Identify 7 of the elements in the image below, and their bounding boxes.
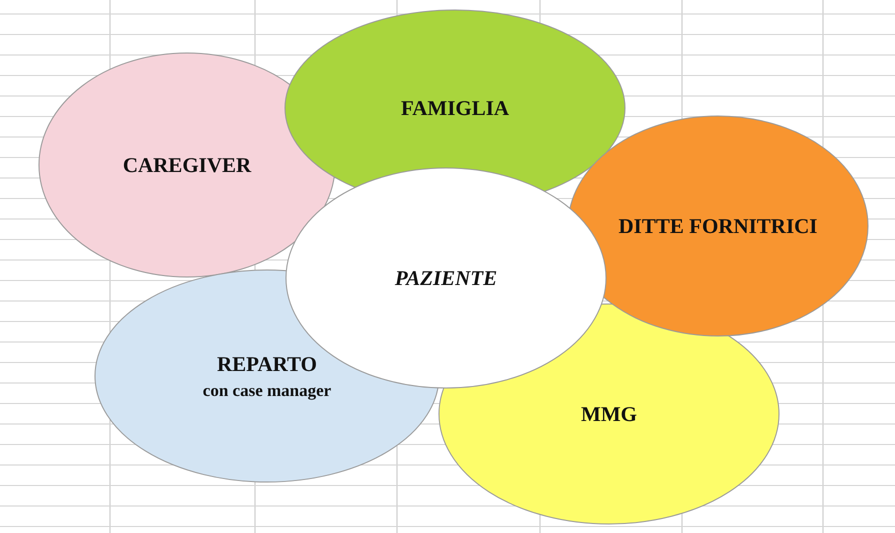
node-label: MMG (581, 402, 637, 426)
node-label: REPARTO (217, 352, 317, 376)
subtitle-text: con case manager (202, 380, 332, 400)
node-label: CAREGIVER (122, 152, 252, 178)
node-label: FAMIGLIA (400, 96, 510, 120)
node-label: DITTE FORNITRICI (618, 214, 818, 238)
node-label: PAZIENTE (394, 266, 498, 290)
